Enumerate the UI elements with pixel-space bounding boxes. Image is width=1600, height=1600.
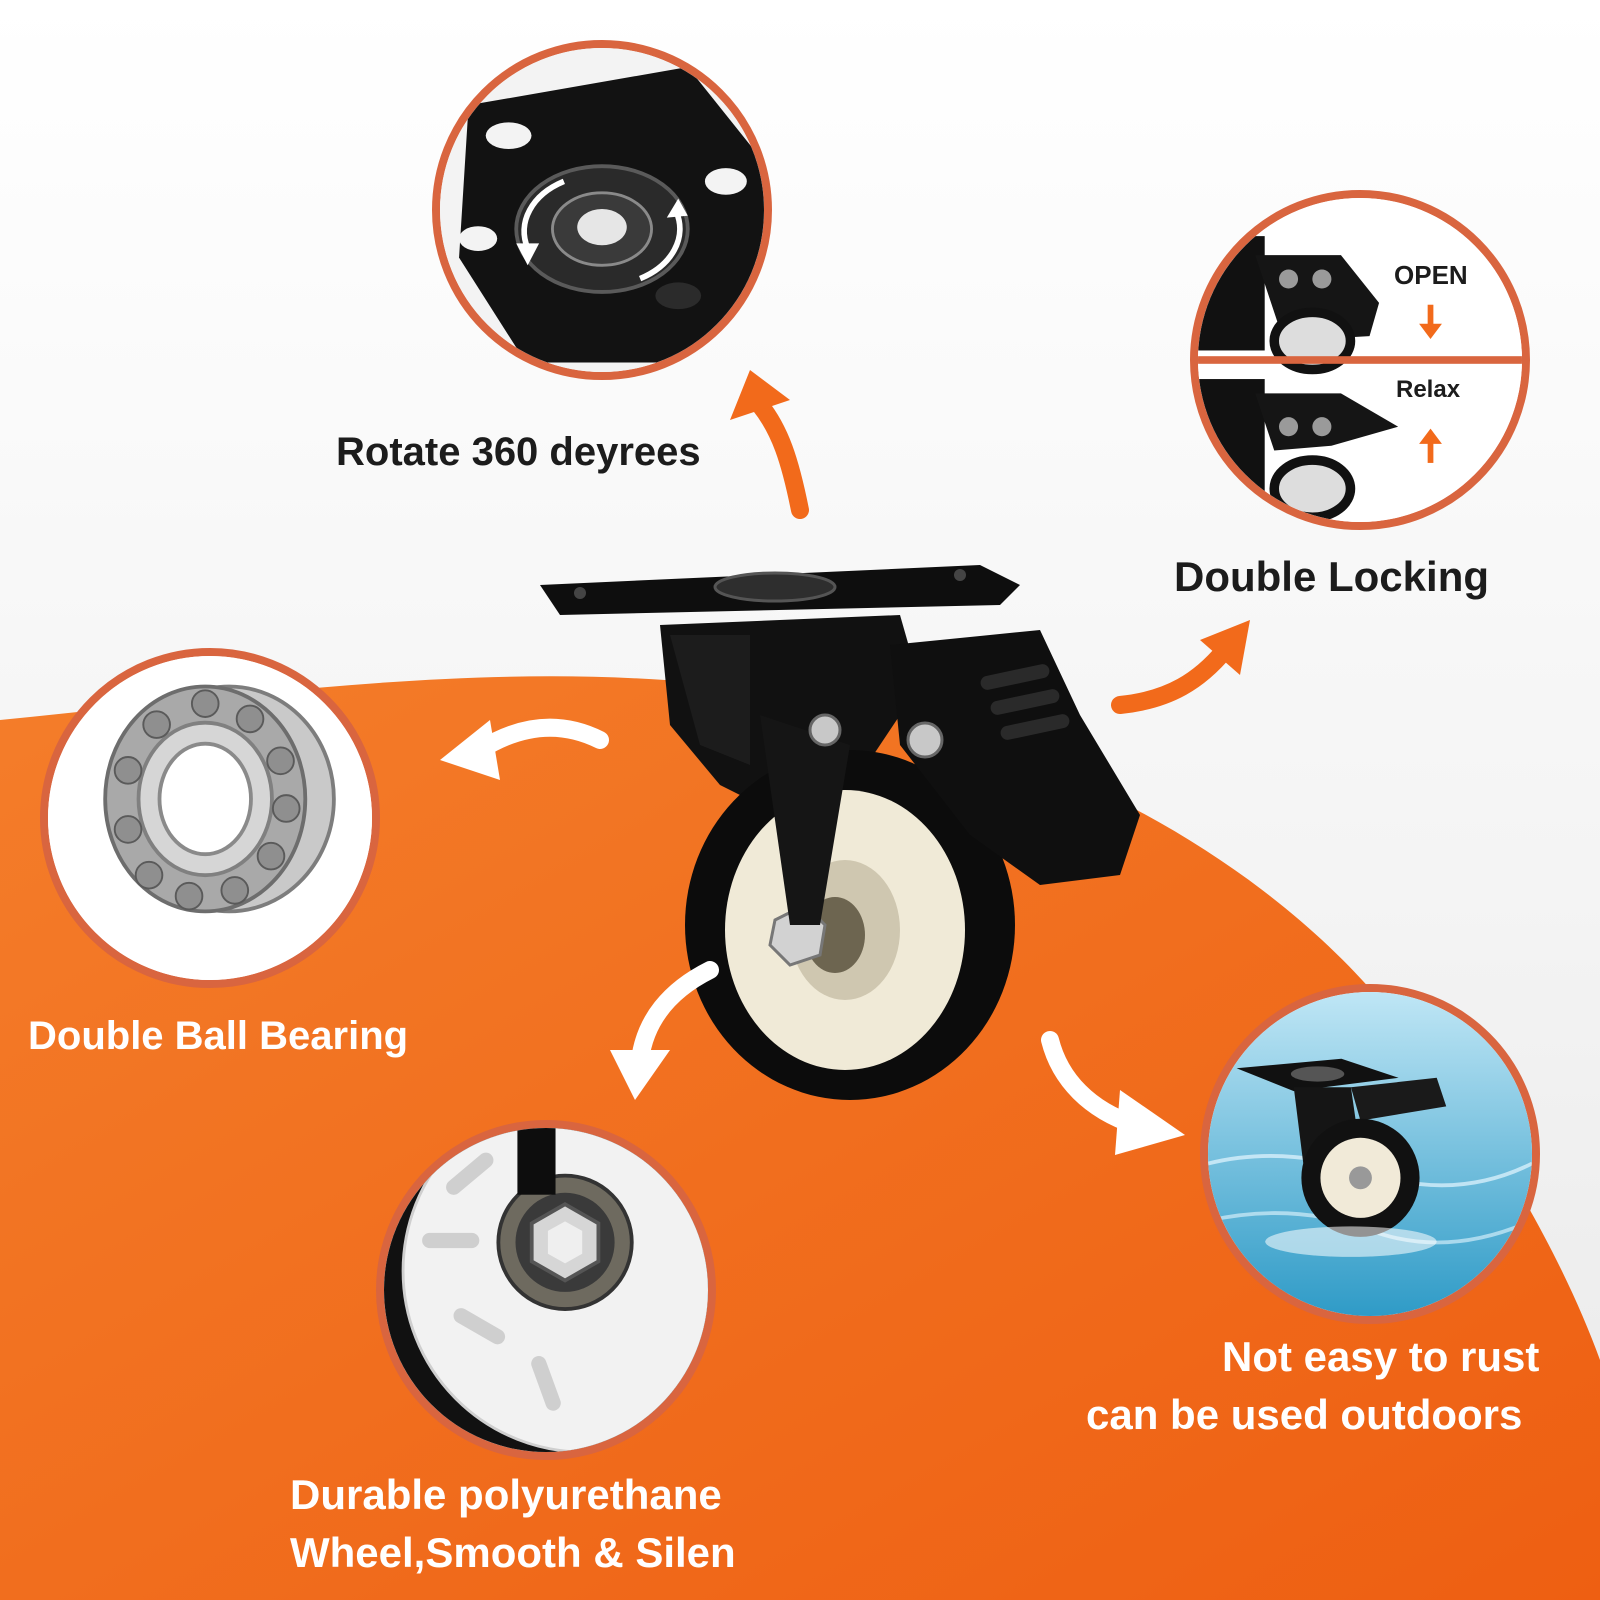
arrow-to-locking-icon — [1111, 620, 1250, 714]
rust-feature-circle — [1200, 984, 1540, 1324]
rotate-feature-circle — [432, 40, 772, 380]
brake-lever-icon — [1198, 198, 1522, 522]
swivel-plate-icon — [440, 48, 764, 372]
arrow-to-rust-icon — [1041, 1031, 1185, 1155]
caster-product-image — [540, 565, 1140, 1100]
arrow-to-rotate-icon — [730, 370, 809, 519]
rust-label-line-2: can be used outdoors — [1086, 1391, 1523, 1438]
locking-label: Double Locking — [1174, 553, 1489, 600]
relax-label: Relax — [1396, 376, 1461, 403]
wheel-label-line-2: Wheel,Smooth & Silen — [290, 1529, 736, 1576]
rotate-label: Rotate 360 deyrees — [336, 430, 701, 474]
bearing-label: Double Ball Bearing — [28, 1014, 409, 1058]
bearing-feature-circle — [40, 648, 380, 988]
ball-bearing-icon — [48, 656, 372, 980]
brake-lever — [890, 630, 1140, 885]
wheel-label-line-1: Durable polyurethane — [290, 1471, 722, 1518]
caster-in-water-icon — [1208, 992, 1532, 1316]
wheel-feature-circle — [376, 1120, 716, 1460]
open-label: OPEN — [1394, 260, 1468, 290]
arrow-to-wheel-icon — [610, 961, 719, 1100]
locking-feature-circle: OPEN Relax — [1190, 190, 1530, 530]
rust-label-line-1: Not easy to rust — [1222, 1333, 1540, 1380]
arrow-to-bearing-icon — [440, 718, 609, 780]
wheel-hub-icon — [384, 1128, 708, 1452]
